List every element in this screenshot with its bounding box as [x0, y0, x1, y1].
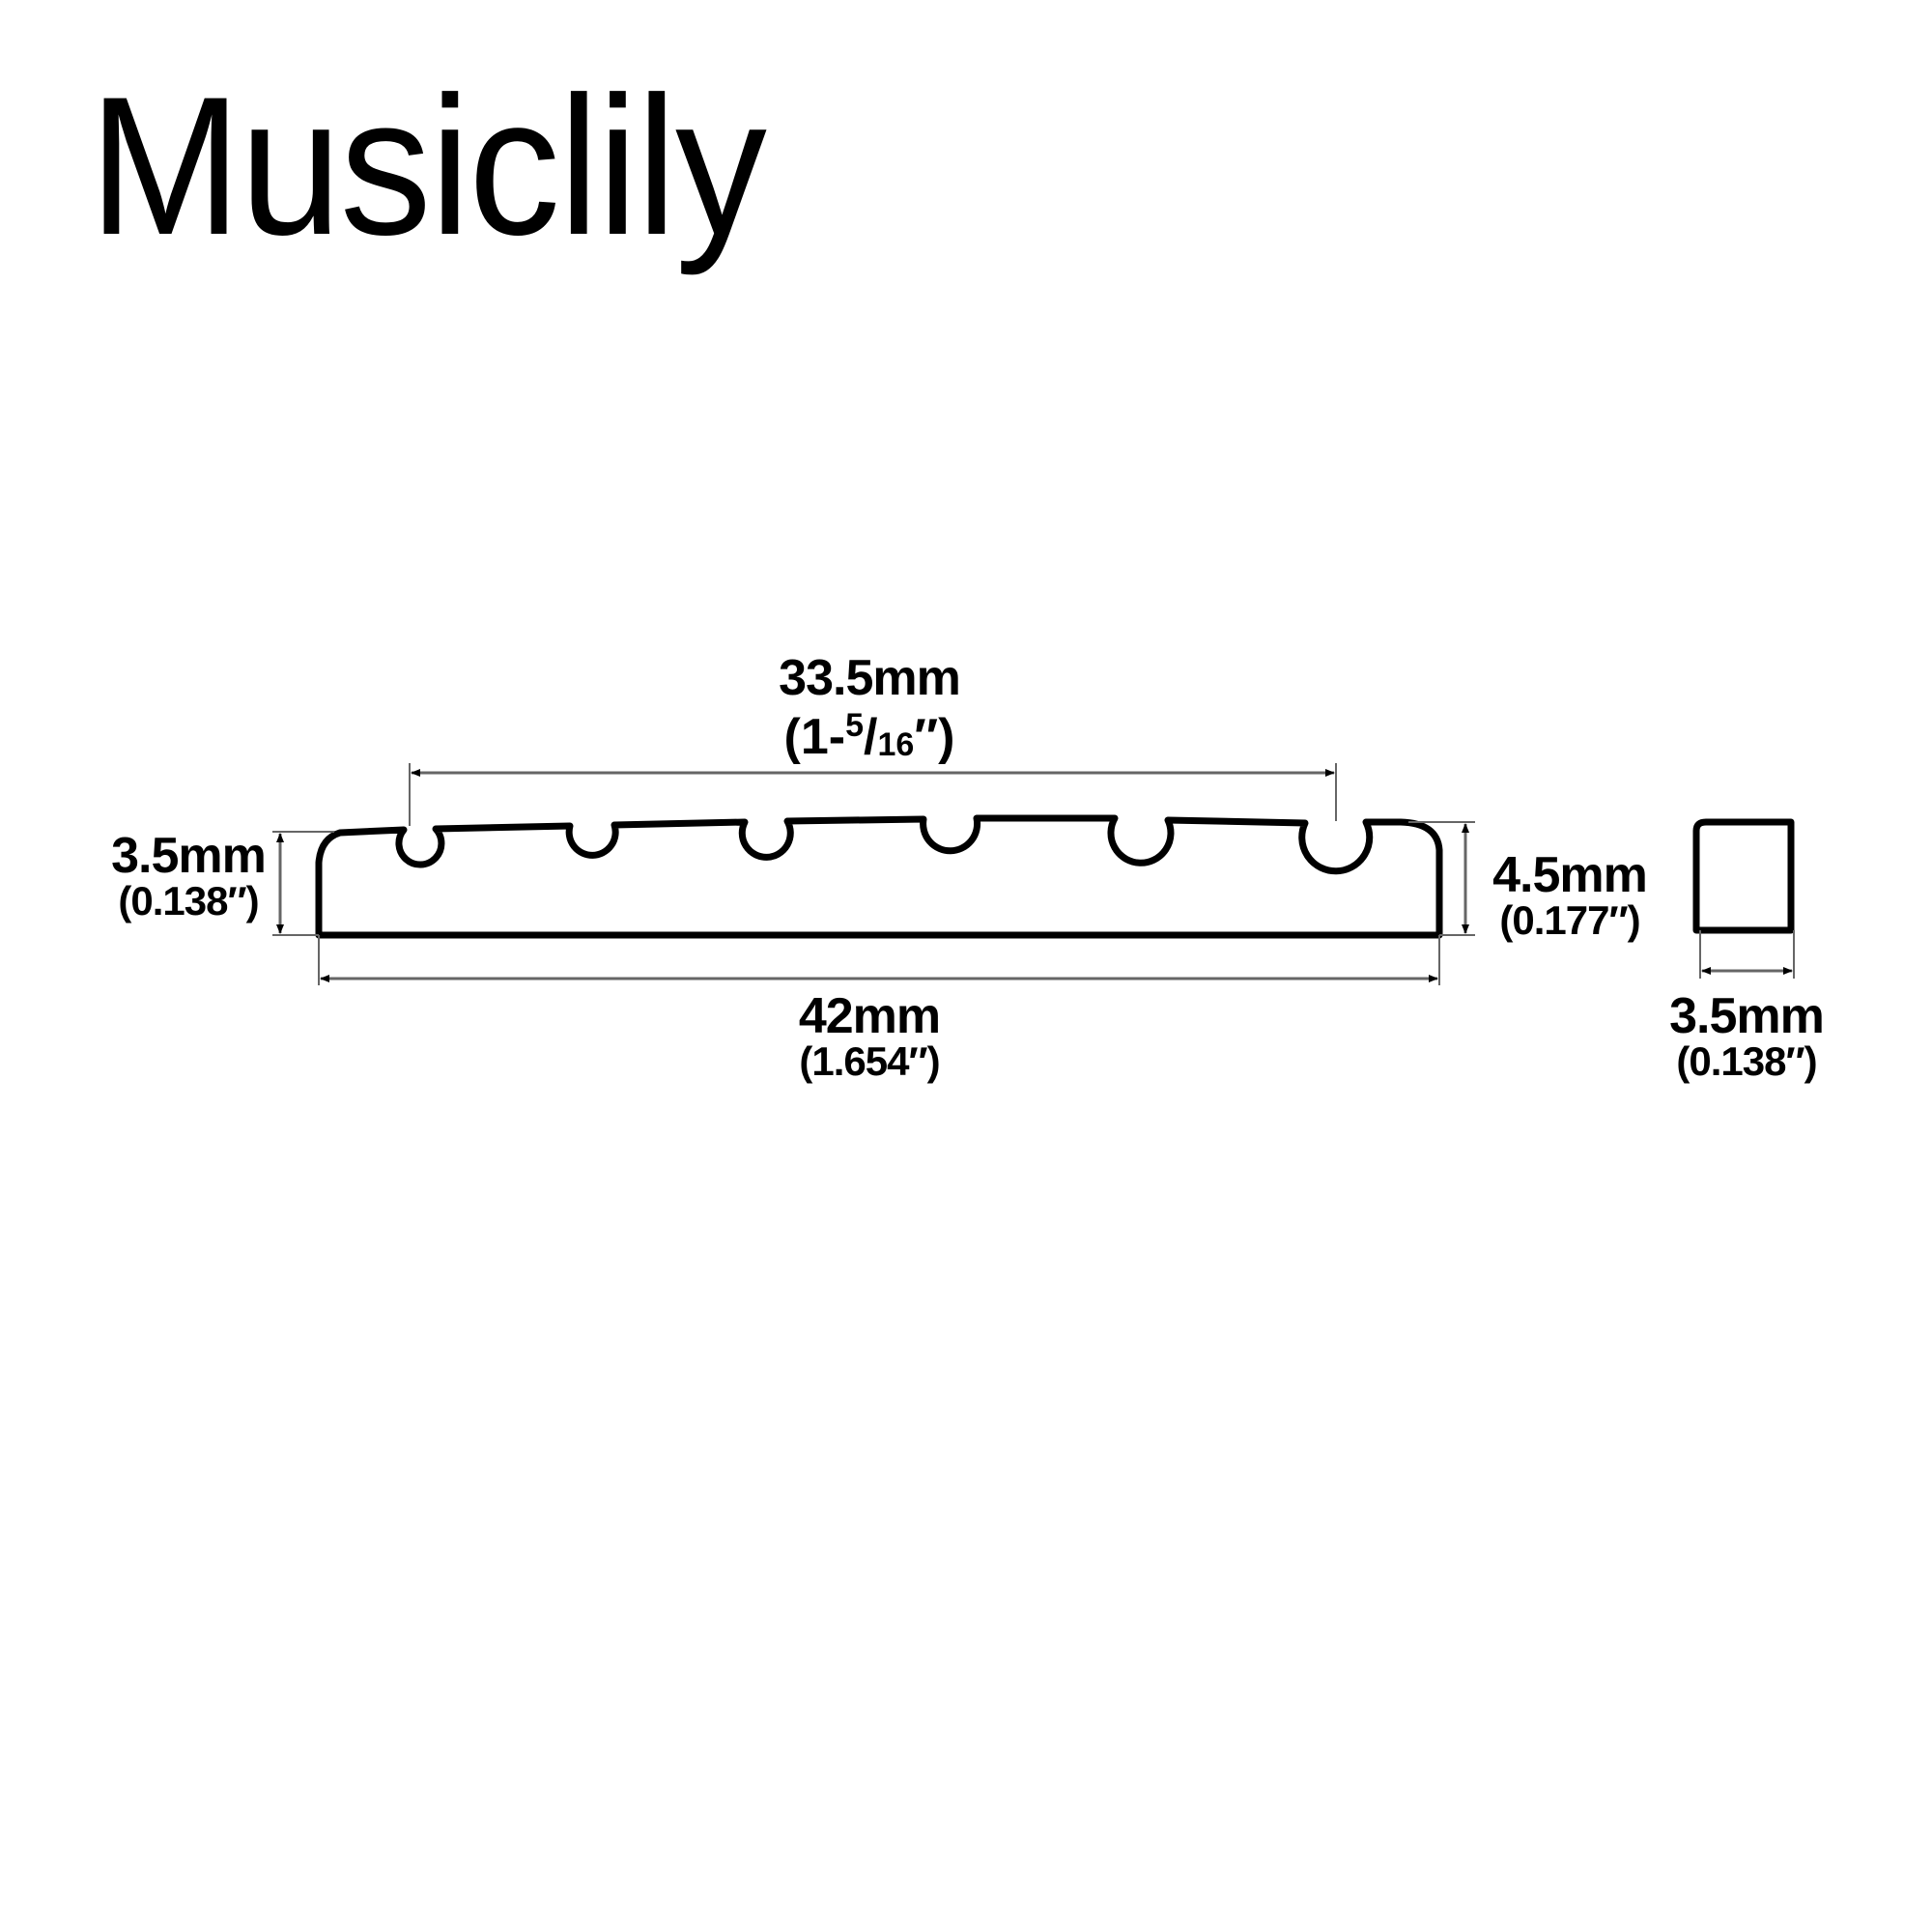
height-low-inch: (0.138″) [118, 878, 259, 923]
height-low-mm: 3.5mm [111, 828, 267, 884]
label-height-low: 3.5mm (0.138″) [97, 831, 280, 922]
width-mm: 3.5mm [1669, 988, 1825, 1044]
brand-logo: Musiclily [89, 56, 767, 276]
label-string-spacing: 33.5mm (1-5/16″) [763, 653, 976, 762]
label-width: 3.5mm (0.138″) [1650, 991, 1843, 1082]
label-length: 42mm (1.654″) [773, 991, 966, 1082]
string-spacing-inch: (1-5/16″) [783, 707, 955, 765]
nut-profile [315, 814, 1443, 939]
label-height-high: 4.5mm (0.177″) [1473, 850, 1666, 941]
string-spacing-mm: 33.5mm [779, 650, 961, 706]
height-high-inch: (0.177″) [1499, 897, 1640, 943]
length-mm: 42mm [798, 988, 941, 1044]
height-high-mm: 4.5mm [1492, 847, 1648, 903]
nut-end-view [1692, 818, 1795, 934]
length-inch: (1.654″) [799, 1038, 940, 1084]
width-inch: (0.138″) [1676, 1038, 1817, 1084]
